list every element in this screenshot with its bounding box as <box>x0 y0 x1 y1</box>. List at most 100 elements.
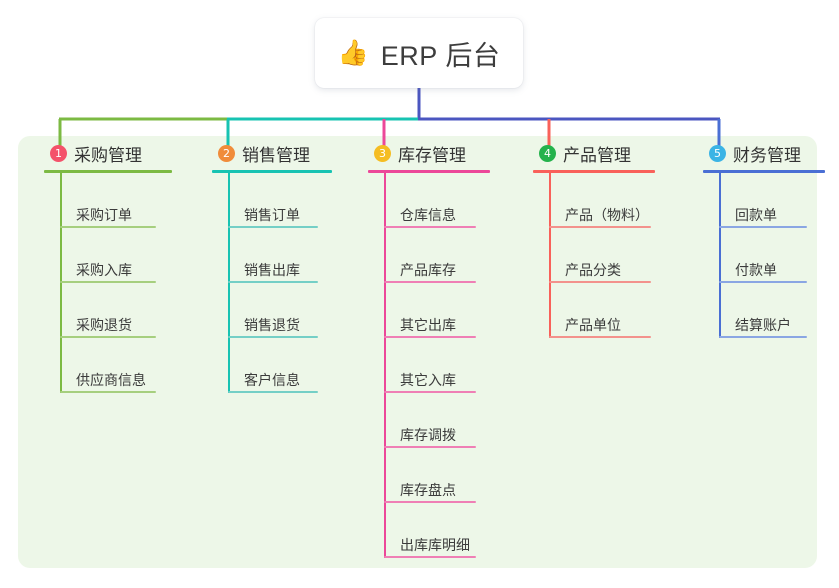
branch-header-1[interactable]: 1 采购管理 <box>34 136 172 170</box>
leaf-item-rule <box>384 281 476 283</box>
leaf-item-rule <box>549 336 651 338</box>
branch-spine <box>719 173 721 338</box>
leaf-item[interactable]: 付款单 <box>719 228 825 283</box>
leaf-item[interactable]: 产品库存 <box>384 228 490 283</box>
branch-title: 采购管理 <box>74 145 142 165</box>
branch-item-list: 产品（物料） 产品分类产品单位 <box>533 173 655 338</box>
branch-header-rule <box>703 170 825 173</box>
branch-title: 库存管理 <box>398 145 466 165</box>
branch-number-badge: 5 <box>709 144 726 162</box>
leaf-item[interactable]: 采购退货 <box>60 283 172 338</box>
root-node-erp-backend[interactable]: 👍 ERP 后台 <box>315 18 523 88</box>
leaf-item-label: 客户信息 <box>244 371 300 388</box>
leaf-item-label: 采购入库 <box>76 261 132 278</box>
leaf-item-label: 产品单位 <box>565 316 621 333</box>
leaf-item-rule <box>384 556 476 558</box>
leaf-item-label: 回款单 <box>735 206 777 223</box>
leaf-item-label: 采购订单 <box>76 206 132 223</box>
leaf-item[interactable]: 库存调拨 <box>384 393 490 448</box>
leaf-item[interactable]: 产品单位 <box>549 283 655 338</box>
branch-header-3[interactable]: 3 库存管理 <box>358 136 490 170</box>
branch-column-库存管理: 3 库存管理仓库信息产品库存其它出库其它入库库存调拨库存盘点出库库明细 <box>358 136 490 558</box>
mindmap-panel <box>18 136 817 568</box>
leaf-item-rule <box>228 281 318 283</box>
leaf-item[interactable]: 库存盘点 <box>384 448 490 503</box>
leaf-item-rule <box>384 501 476 503</box>
leaf-item[interactable]: 销售出库 <box>228 228 332 283</box>
leaf-item[interactable]: 产品（物料） <box>549 173 655 228</box>
branch-header-rule <box>368 170 490 173</box>
leaf-item[interactable]: 供应商信息 <box>60 338 172 393</box>
leaf-item-rule <box>228 226 318 228</box>
leaf-item[interactable]: 回款单 <box>719 173 825 228</box>
leaf-item-label: 产品库存 <box>400 261 456 278</box>
branch-header-2[interactable]: 2 销售管理 <box>202 136 332 170</box>
branch-header-rule <box>212 170 332 173</box>
leaf-item-label: 供应商信息 <box>76 371 146 388</box>
leaf-item[interactable]: 产品分类 <box>549 228 655 283</box>
leaf-item-rule <box>384 391 476 393</box>
leaf-item-rule <box>60 226 156 228</box>
branch-columns: 1 采购管理采购订单采购入库采购退货供应商信息 2 销售管理销售订单销售出库销售退货客… <box>18 136 825 568</box>
leaf-item-label: 采购退货 <box>76 316 132 333</box>
leaf-item-rule <box>549 226 651 228</box>
leaf-item-label: 结算账户 <box>735 316 791 333</box>
leaf-item-label: 销售出库 <box>244 261 300 278</box>
leaf-item-label: 仓库信息 <box>400 206 456 223</box>
leaf-item[interactable]: 采购入库 <box>60 228 172 283</box>
leaf-item[interactable]: 客户信息 <box>228 338 332 393</box>
leaf-item[interactable]: 销售订单 <box>228 173 332 228</box>
leaf-item-label: 产品（物料） <box>565 206 649 223</box>
branch-number-badge: 2 <box>218 144 235 162</box>
branch-column-产品管理: 4 产品管理产品（物料） 产品分类产品单位 <box>523 136 655 338</box>
branch-number-badge: 4 <box>539 144 556 162</box>
branch-number-badge: 1 <box>50 144 67 162</box>
leaf-item-rule <box>384 336 476 338</box>
leaf-item[interactable]: 结算账户 <box>719 283 825 338</box>
branch-column-财务管理: 5 财务管理回款单付款单结算账户 <box>693 136 825 338</box>
leaf-item-label: 其它出库 <box>400 316 456 333</box>
leaf-item-rule <box>384 446 476 448</box>
leaf-item-rule <box>719 336 807 338</box>
branch-header-rule <box>533 170 655 173</box>
branch-title: 产品管理 <box>563 145 631 165</box>
leaf-item-label: 产品分类 <box>565 261 621 278</box>
leaf-item-label: 销售订单 <box>244 206 300 223</box>
leaf-item[interactable]: 采购订单 <box>60 173 172 228</box>
leaf-item-label: 销售退货 <box>244 316 300 333</box>
branch-spine <box>549 173 551 338</box>
branch-item-list: 回款单付款单结算账户 <box>703 173 825 338</box>
leaf-item[interactable]: 仓库信息 <box>384 173 490 228</box>
leaf-item-rule <box>384 226 476 228</box>
leaf-item-label: 其它入库 <box>400 371 456 388</box>
leaf-item-rule <box>60 391 156 393</box>
branch-header-5[interactable]: 5 财务管理 <box>693 136 825 170</box>
leaf-item[interactable]: 出库库明细 <box>384 503 490 558</box>
branch-column-采购管理: 1 采购管理采购订单采购入库采购退货供应商信息 <box>34 136 172 393</box>
leaf-item-label: 付款单 <box>735 261 777 278</box>
leaf-item-label: 库存盘点 <box>400 481 456 498</box>
branch-title: 销售管理 <box>242 145 310 165</box>
branch-item-list: 销售订单销售出库销售退货客户信息 <box>212 173 332 393</box>
thumbs-up-icon: 👍 <box>337 38 369 67</box>
branch-column-销售管理: 2 销售管理销售订单销售出库销售退货客户信息 <box>202 136 332 393</box>
branch-item-list: 采购订单采购入库采购退货供应商信息 <box>44 173 172 393</box>
branch-item-list: 仓库信息产品库存其它出库其它入库库存调拨库存盘点出库库明细 <box>368 173 490 558</box>
leaf-item-rule <box>228 391 318 393</box>
leaf-item[interactable]: 销售退货 <box>228 283 332 338</box>
leaf-item-rule <box>549 281 651 283</box>
leaf-item[interactable]: 其它入库 <box>384 338 490 393</box>
branch-number-badge: 3 <box>374 144 391 162</box>
leaf-item-label: 库存调拨 <box>400 426 456 443</box>
root-node-title: ERP 后台 <box>380 40 501 71</box>
branch-title: 财务管理 <box>733 145 801 165</box>
leaf-item-rule <box>60 281 156 283</box>
leaf-item-rule <box>228 336 318 338</box>
branch-spine <box>384 173 386 558</box>
branch-header-4[interactable]: 4 产品管理 <box>523 136 655 170</box>
leaf-item-rule <box>719 226 807 228</box>
leaf-item[interactable]: 其它出库 <box>384 283 490 338</box>
leaf-item-label: 出库库明细 <box>400 536 470 553</box>
branch-spine <box>60 173 62 393</box>
